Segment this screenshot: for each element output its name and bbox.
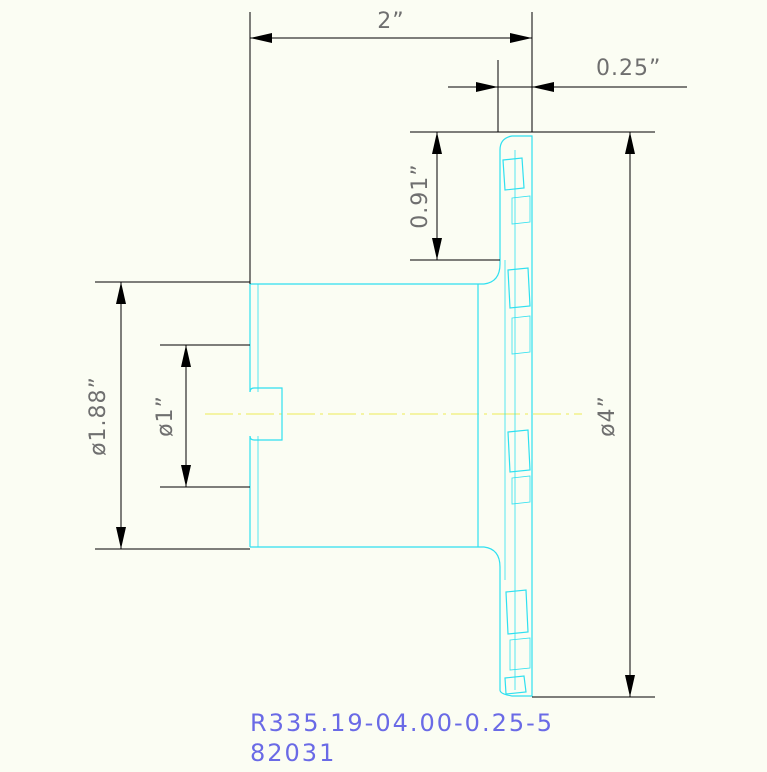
dim-flange-thickness: 0.25” — [448, 56, 687, 132]
insert-group — [502, 157, 531, 695]
bore-keyway — [249, 387, 283, 441]
dim-bore-diameter-text: ø1” — [153, 395, 178, 437]
flange-outline — [499, 135, 533, 697]
insert-8 — [509, 637, 531, 671]
insert-3 — [507, 267, 531, 309]
insert-2 — [511, 195, 531, 225]
insert-1 — [502, 157, 525, 191]
dim-cutter-diameter-text: ø4” — [595, 395, 620, 437]
hub-outline — [249, 283, 479, 548]
flange-inner-lines — [504, 150, 516, 690]
dim-overall-width-text: 2” — [377, 9, 404, 34]
part-geometry — [249, 135, 533, 697]
insert-9 — [504, 675, 527, 695]
dim-hub-diameter-text: ø1.88” — [86, 376, 111, 456]
dim-bore-diameter: ø1” — [153, 344, 250, 488]
part-number-label: R335.19-04.00-0.25-5 — [250, 709, 554, 737]
dim-step-height-text: 0.91” — [408, 163, 433, 228]
insert-5 — [507, 429, 531, 473]
lower-fillet — [478, 546, 501, 690]
part-code-label: 82031 — [250, 739, 336, 767]
insert-7 — [505, 589, 529, 635]
insert-4 — [511, 315, 531, 355]
upper-fillet — [478, 150, 501, 285]
dim-flange-thickness-text: 0.25” — [596, 56, 661, 81]
dim-step-height: 0.91” — [408, 131, 655, 261]
dim-cutter-diameter: ø4” — [532, 132, 655, 698]
dim-hub-diameter: ø1.88” — [86, 281, 250, 550]
insert-6 — [511, 475, 531, 505]
dim-overall-width: 2” — [249, 9, 533, 284]
